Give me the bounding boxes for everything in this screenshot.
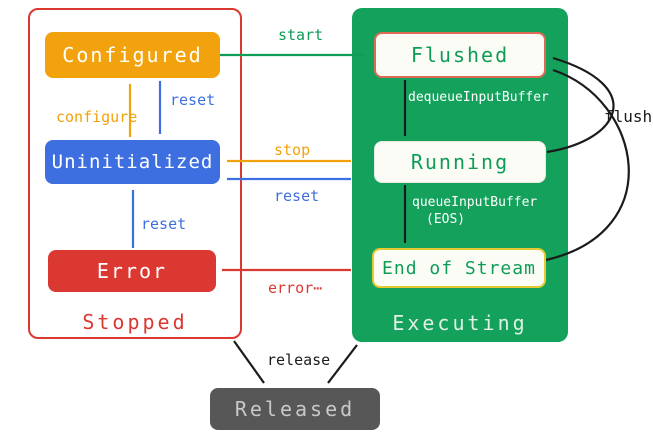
stopped-group-label: Stopped [82, 310, 188, 334]
arrow-release-from-executing [327, 344, 358, 384]
transition-label-stop: stop [274, 141, 311, 159]
arrow-flush-from-running [546, 56, 615, 154]
transition-label-queue-input-buffer: queueInputBuffer (EOS) [412, 194, 537, 228]
transition-label-reset-from-error: reset [141, 215, 187, 233]
transition-label-error: error⋯ [268, 279, 323, 297]
transition-label-reset-from-configured: reset [170, 91, 216, 109]
transition-label-reset-from-executing: reset [274, 187, 320, 205]
state-configured: Configured [45, 32, 220, 78]
transition-label-start: start [278, 26, 324, 44]
executing-group-label: Executing [392, 311, 528, 335]
transition-label-queue-input-buffer-eos: (EOS) [426, 212, 466, 227]
state-released: Released [210, 388, 380, 430]
state-uninitialized: Uninitialized [45, 140, 220, 184]
transition-label-queue-input-buffer-line1: queueInputBuffer [412, 195, 538, 210]
transition-label-dequeue-input-buffer: dequeueInputBuffer [408, 90, 549, 105]
state-end-of-stream: End of Stream [372, 248, 546, 288]
arrow-flush-from-end-of-stream [545, 68, 630, 262]
transition-label-flush: flush [604, 107, 653, 126]
state-running: Running [374, 141, 546, 183]
transition-label-release: release [267, 351, 331, 369]
state-error: Error [48, 250, 216, 292]
arrow-release-from-stopped [233, 340, 265, 384]
state-flushed: Flushed [374, 32, 546, 78]
transition-label-configure: configure [56, 108, 138, 126]
